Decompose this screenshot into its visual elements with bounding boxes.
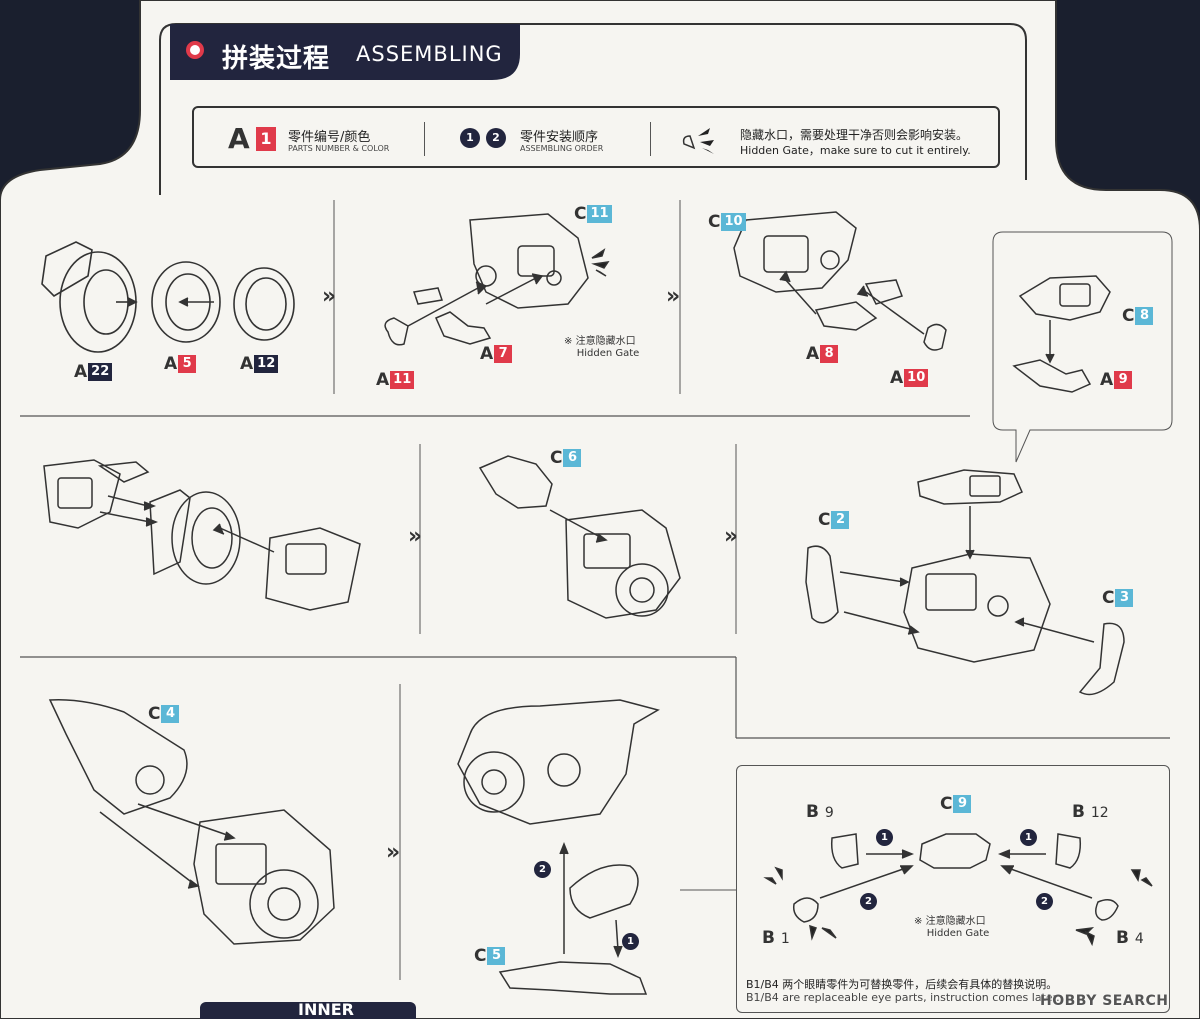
part-label-b4: B 4 bbox=[1116, 928, 1144, 948]
step8-order-2: 2 bbox=[534, 861, 551, 878]
eye-gate-note: ※ 注意隐藏水口 Hidden Gate bbox=[914, 916, 990, 939]
next-step-arrow-1: » bbox=[322, 284, 336, 309]
step1-diagram bbox=[41, 241, 295, 353]
legend-order-2: 2 bbox=[486, 128, 506, 148]
eye-replace-note-cn: B1/B4 两个眼睛零件为可替换零件，后续会有具体的替换说明。 bbox=[746, 978, 1058, 991]
next-step-arrow-2: » bbox=[666, 284, 680, 309]
legend-part-number: 1 bbox=[256, 127, 276, 151]
legend-order-en: ASSEMBLING ORDER bbox=[520, 144, 604, 153]
legend-gate-en: Hidden Gate，make sure to cut it entirely… bbox=[740, 144, 971, 157]
legend-part-en: PARTS NUMBER & COLOR bbox=[288, 144, 390, 153]
step8-diagram bbox=[457, 699, 660, 995]
watermark: HOBBY SEARCH bbox=[1040, 993, 1169, 1009]
eye-order-2-left: 2 bbox=[860, 893, 877, 910]
next-step-arrow-5: » bbox=[386, 840, 400, 865]
step5-diagram bbox=[478, 455, 681, 619]
part-label-b9: B 9 bbox=[806, 802, 834, 822]
eye-order-2-right: 2 bbox=[1036, 893, 1053, 910]
legend-box: A 1 零件编号/颜色 PARTS NUMBER & COLOR 1 2 零件安… bbox=[192, 106, 1000, 168]
part-label-b1: B 1 bbox=[762, 928, 790, 948]
hidden-gate-icon bbox=[682, 128, 714, 154]
next-step-arrow-4: » bbox=[724, 524, 738, 549]
eye-order-1-right: 1 bbox=[1020, 829, 1037, 846]
step7-diagram bbox=[48, 699, 335, 945]
header-dot-icon bbox=[186, 41, 204, 59]
step2-diagram bbox=[384, 213, 610, 346]
inner-section-tab: INNER bbox=[200, 1000, 416, 1019]
header-title-cn: 拼装过程 bbox=[222, 44, 331, 74]
legend-gate-cn: 隐藏水口，需要处理干净否则会影响安装。 bbox=[740, 128, 969, 142]
part-label-b12: B 12 bbox=[1072, 802, 1109, 822]
step4-diagram bbox=[43, 459, 361, 611]
legend-part-cn: 零件编号/颜色 bbox=[288, 130, 371, 145]
header-tab bbox=[170, 24, 520, 80]
eye-parts-box bbox=[736, 765, 1170, 1013]
legend-order-cn: 零件安装顺序 bbox=[520, 130, 599, 145]
header-title-en: ASSEMBLING bbox=[356, 42, 503, 66]
side-step-diagram bbox=[1012, 275, 1111, 393]
next-step-arrow-3: » bbox=[408, 524, 422, 549]
legend-part-letter: A bbox=[228, 122, 250, 155]
step2-gate-note: ※ 注意隐藏水口 Hidden Gate bbox=[564, 336, 640, 359]
legend-order-1: 1 bbox=[460, 128, 480, 148]
eye-diagram bbox=[763, 833, 1153, 947]
step6-diagram bbox=[805, 469, 1125, 696]
step8-order-1: 1 bbox=[622, 933, 639, 950]
eye-order-1-left: 1 bbox=[876, 829, 893, 846]
step3-diagram bbox=[733, 211, 947, 351]
eye-replace-note-en: B1/B4 are replaceable eye parts, instruc… bbox=[746, 991, 1060, 1004]
